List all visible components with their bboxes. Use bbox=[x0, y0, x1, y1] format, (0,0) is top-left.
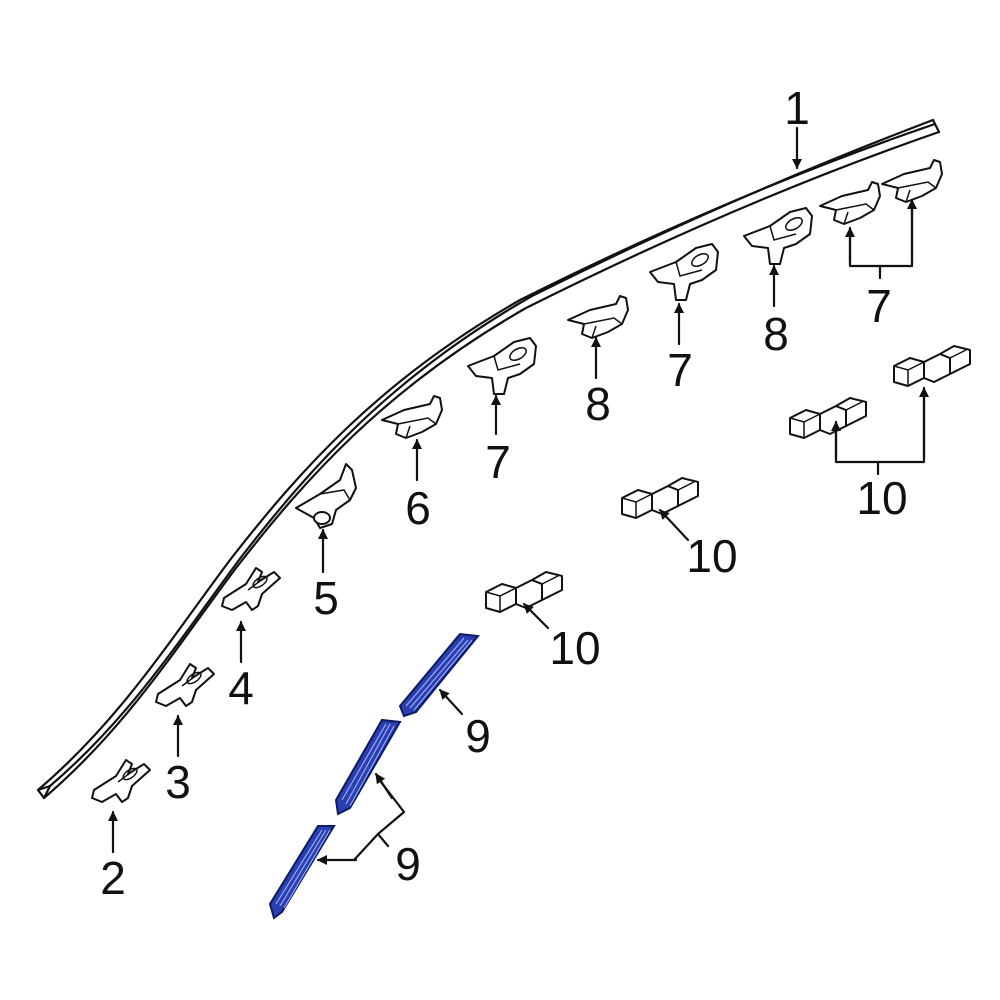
seal-strip-9-top bbox=[398, 632, 480, 718]
callout-9-bottom: 9 bbox=[395, 838, 421, 890]
callout-6: 6 bbox=[405, 482, 431, 534]
clip-3 bbox=[155, 663, 215, 707]
spacer-10-lower bbox=[485, 571, 563, 613]
retainer-7b bbox=[649, 243, 719, 301]
callout-4: 4 bbox=[228, 662, 254, 714]
callout-labels: 1 2 3 4 5 6 7 8 7 8 7 10 10 10 9 9 bbox=[100, 82, 907, 904]
callout-8b: 8 bbox=[763, 308, 789, 360]
seal-strip-9-bottom bbox=[268, 825, 336, 920]
callout-7c: 7 bbox=[866, 280, 892, 332]
seal-strip-9-middle bbox=[334, 718, 402, 816]
callout-10-lower: 10 bbox=[549, 622, 600, 674]
leader-lines bbox=[108, 126, 929, 865]
callout-10-middle: 10 bbox=[686, 530, 737, 582]
retainer-7c-left bbox=[819, 181, 881, 225]
callout-1: 1 bbox=[784, 82, 810, 134]
spacer-10-right-right bbox=[893, 345, 971, 387]
clip-2 bbox=[91, 759, 151, 803]
retainer-8a bbox=[567, 295, 629, 339]
retainer-7a bbox=[467, 337, 537, 395]
callout-7a: 7 bbox=[485, 436, 511, 488]
callout-10-right: 10 bbox=[856, 472, 907, 524]
retainer-8b bbox=[743, 207, 813, 265]
clip-5 bbox=[295, 463, 357, 529]
callout-3: 3 bbox=[165, 756, 191, 808]
retainer-7c-right bbox=[881, 159, 943, 203]
callout-5: 5 bbox=[313, 572, 339, 624]
spacer-10-right-left bbox=[789, 397, 867, 439]
callout-9-top: 9 bbox=[465, 710, 491, 762]
callout-7b: 7 bbox=[667, 344, 693, 396]
callout-8a: 8 bbox=[585, 378, 611, 430]
callout-2: 2 bbox=[100, 852, 126, 904]
spacer-10-middle bbox=[621, 477, 699, 519]
roof-molding bbox=[36, 118, 941, 800]
